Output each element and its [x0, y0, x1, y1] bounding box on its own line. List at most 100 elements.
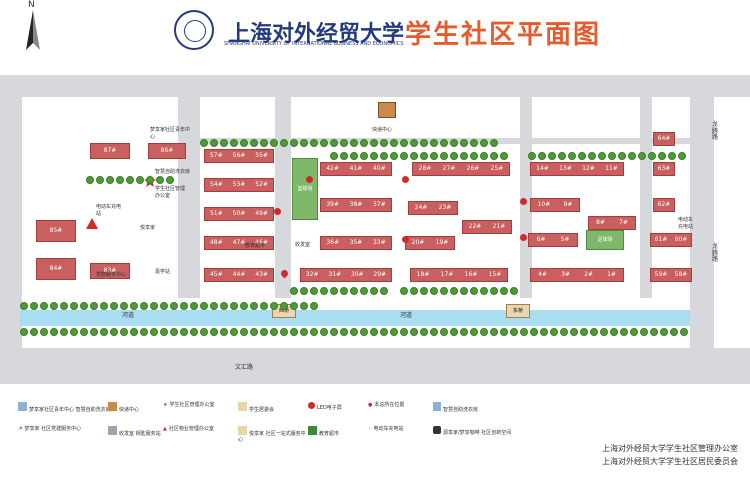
building-row-45-43[interactable]: 45#44#43#	[204, 268, 274, 282]
building-row-10-9[interactable]: 10#9#	[530, 198, 580, 212]
building-row-24-23[interactable]: 24#23#	[408, 201, 458, 215]
tree-icon	[600, 328, 608, 336]
tree-icon	[80, 302, 88, 310]
tree-icon	[300, 328, 308, 336]
building-row-51-49[interactable]: 51#50#49#	[204, 207, 274, 221]
building-row-14-11[interactable]: 14#13#12#11#	[530, 162, 624, 176]
tree-row-4	[86, 176, 174, 184]
warning-icon[interactable]	[86, 218, 98, 229]
tree-icon	[120, 328, 128, 336]
building-62[interactable]: 62#	[653, 198, 675, 212]
tree-icon	[440, 139, 448, 147]
tree-icon	[560, 328, 568, 336]
tree-icon	[588, 152, 596, 160]
building-row-18-15[interactable]: 18#17#16#15#	[410, 268, 508, 282]
tree-row-6	[20, 328, 688, 336]
tree-icon	[490, 152, 498, 160]
tree-icon	[130, 328, 138, 336]
building-86[interactable]: 86#	[148, 143, 186, 159]
tree-icon	[678, 152, 686, 160]
tree-icon	[410, 287, 418, 295]
road-mid-2	[275, 88, 291, 298]
tree-icon	[240, 302, 248, 310]
led-icon-4[interactable]	[402, 236, 409, 243]
building-row-20-19[interactable]: 20#19#	[405, 236, 455, 250]
tree-icon	[450, 287, 458, 295]
legend-item-8: ☭梦享家 社区党建服务中心	[18, 426, 82, 432]
building-row-57-55[interactable]: 57#56#55#	[204, 149, 274, 163]
building-61-60[interactable]: 61#60#	[650, 233, 692, 247]
tree-icon	[340, 287, 348, 295]
building-87[interactable]: 87#	[90, 143, 130, 159]
tree-icon	[40, 328, 48, 336]
tree-icon	[470, 139, 478, 147]
legend-item-14: 源享家/梦享咖啡 社区创新空间	[433, 426, 513, 436]
tree-icon	[400, 152, 408, 160]
tree-icon	[320, 287, 328, 295]
road-top	[0, 75, 750, 97]
tree-icon	[260, 328, 268, 336]
tree-icon	[380, 328, 388, 336]
tree-icon	[578, 152, 586, 160]
building-row-4-1[interactable]: 4#3#2#1#	[530, 268, 624, 282]
led-icon-6[interactable]	[274, 208, 281, 215]
tree-icon	[618, 152, 626, 160]
tree-icon	[260, 139, 268, 147]
north-label: N	[28, 0, 35, 10]
tree-icon	[430, 328, 438, 336]
tree-icon	[460, 287, 468, 295]
building-row-42-40[interactable]: 42#41#40#	[320, 162, 392, 176]
led-icon	[308, 402, 315, 409]
tree-icon	[120, 302, 128, 310]
tree-icon	[648, 152, 656, 160]
tree-icon	[360, 287, 368, 295]
building-row-6-5[interactable]: 6#5#	[528, 233, 578, 247]
road-mid-3	[520, 88, 532, 298]
label-jiaxue: 嘉学站	[155, 269, 171, 275]
building-84[interactable]: 84#	[36, 258, 76, 280]
tree-row-7	[290, 287, 388, 295]
building-row-28-25[interactable]: 28#27#26#25#	[412, 162, 510, 176]
building-row-36-33[interactable]: 36#35#33#	[320, 236, 392, 250]
building-row-22-21[interactable]: 22#21#	[462, 220, 512, 234]
tree-icon	[250, 139, 258, 147]
tree-icon	[558, 152, 566, 160]
tree-icon	[440, 328, 448, 336]
building-85[interactable]: 85#	[36, 220, 76, 242]
tree-icon	[150, 328, 158, 336]
tree-icon	[480, 152, 488, 160]
tree-icon	[450, 152, 458, 160]
tree-icon	[670, 328, 678, 336]
building-row-32-29[interactable]: 32#31#30#29#	[300, 268, 392, 282]
tree-row-1	[200, 139, 498, 147]
building-row-54-52[interactable]: 54#53#52#	[204, 178, 274, 192]
building-row-48-46[interactable]: 48#47#46#	[204, 236, 274, 250]
tree-icon	[160, 302, 168, 310]
building-83[interactable]: 83#	[90, 263, 130, 279]
river	[20, 310, 690, 326]
led-icon-5[interactable]	[520, 234, 527, 241]
legend-item-9: 收发室 钥匙服务站	[108, 426, 168, 437]
footer-line-1: 上海对外经贸大学学生社区管理办公室	[602, 444, 738, 453]
tree-icon	[390, 139, 398, 147]
building-row-39-37[interactable]: 39#38#37#	[320, 198, 392, 212]
tree-icon	[548, 152, 556, 160]
tree-icon	[528, 152, 536, 160]
tree-icon	[610, 328, 618, 336]
tree-icon	[668, 152, 676, 160]
road-mid-4	[640, 88, 652, 298]
tree-icon	[410, 328, 418, 336]
tree-icon	[210, 328, 218, 336]
tree-icon	[530, 328, 538, 336]
led-icon-2[interactable]	[402, 176, 409, 183]
building-row-8-7[interactable]: 8#7#	[588, 216, 636, 230]
tree-icon	[540, 328, 548, 336]
tree-icon	[136, 176, 144, 184]
tree-icon	[60, 328, 68, 336]
tree-icon	[470, 287, 478, 295]
building-63[interactable]: 63#	[653, 162, 675, 176]
building-64[interactable]: 64#	[653, 132, 675, 146]
building-59-58[interactable]: 59#58#	[650, 268, 692, 282]
led-icon-3[interactable]	[520, 198, 527, 205]
led-icon-1[interactable]	[306, 176, 313, 183]
